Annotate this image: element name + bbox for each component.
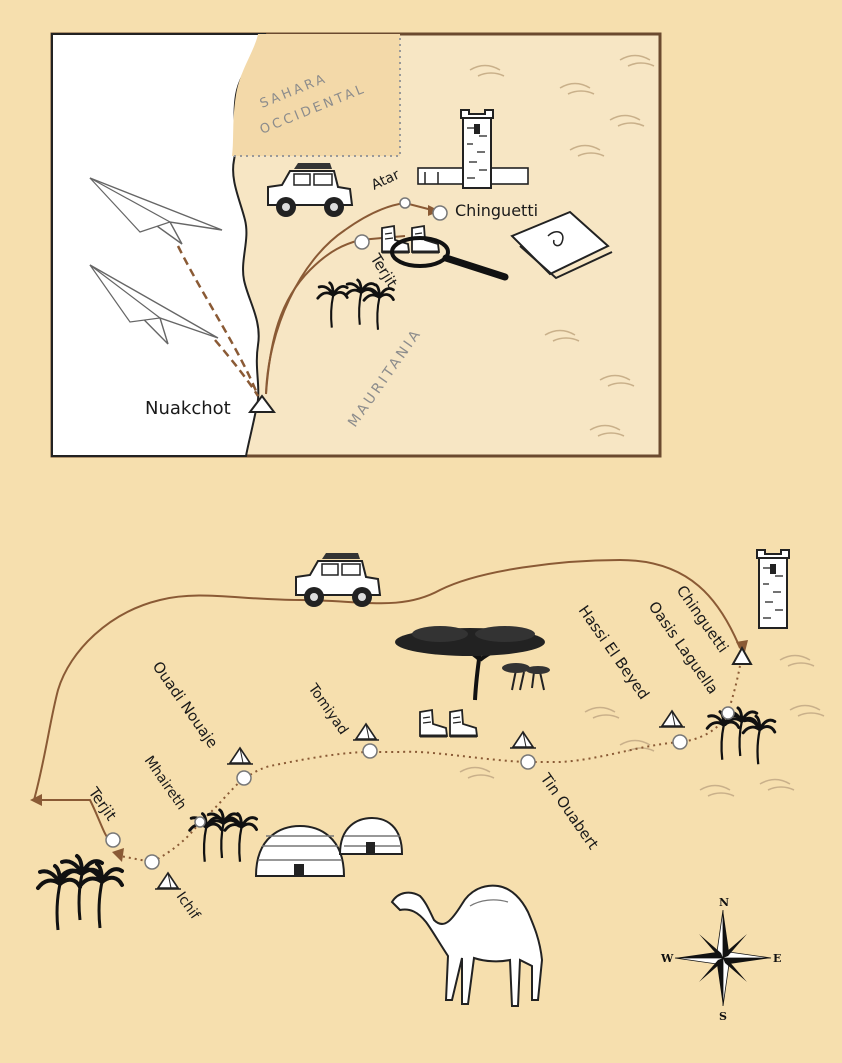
compass-s: S [719, 1010, 727, 1023]
ouadi-nouaje-marker[interactable] [236, 770, 252, 786]
tomiyad-marker[interactable] [362, 743, 378, 759]
huts-icon [254, 816, 404, 877]
inset-map: SAHARA OCCIDENTAL MAURITANIA [50, 32, 662, 458]
compass-n: N [719, 896, 729, 909]
magnifier-icon [390, 236, 509, 281]
acacia-tree-icon [395, 626, 550, 701]
tent-icon [509, 731, 537, 749]
terjit-marker[interactable] [354, 234, 370, 250]
sahara-region [232, 34, 400, 156]
flight-path [214, 339, 260, 397]
chinguetti-marker[interactable] [432, 205, 448, 221]
atlantic-ocean [51, 33, 267, 457]
nuakchot-marker[interactable] [248, 394, 276, 413]
tower-icon [417, 109, 529, 189]
chinguetti-marker[interactable] [731, 645, 753, 665]
tin-ouabert-label: Tin Ouabert [536, 769, 602, 853]
border-line [234, 36, 401, 157]
compass-e: E [773, 952, 781, 965]
chinguetti-label: Chinguetti [455, 201, 538, 220]
camel-icon [390, 884, 544, 1007]
mhaireth-label: Mhaireth [141, 753, 190, 813]
compass-w: W [660, 952, 674, 965]
boots-icon [418, 708, 479, 738]
terjit-marker[interactable] [105, 832, 121, 848]
terjit-label: Terjit [84, 783, 120, 824]
tent-icon [352, 723, 380, 741]
route-map: Chinguetti Oasis Laguella Hassi El Beyed… [30, 549, 825, 1023]
ichif-marker[interactable] [144, 854, 160, 870]
inset-route [265, 201, 433, 395]
nuakchot-label: Nuakchot [145, 398, 231, 419]
tent-icon [154, 872, 182, 890]
oasis-laguella-label: Oasis Laguella [645, 598, 722, 698]
mhaireth-marker[interactable] [194, 816, 206, 828]
hassi-el-beyed-marker[interactable] [672, 734, 688, 750]
tomiyad-label: Tomiyad [304, 680, 351, 738]
atar-marker[interactable] [399, 197, 411, 209]
tent-icon [226, 747, 254, 765]
book-icon [510, 210, 613, 280]
paper-plane-icon [89, 177, 223, 345]
tower-icon [756, 549, 790, 629]
ouadi-nouaje-label: Ouadi Nouaje [149, 658, 222, 751]
hassi-el-beyed-label: Hassi El Beyed [575, 602, 653, 703]
tin-ouabert-marker[interactable] [520, 754, 536, 770]
oasis-laguella-marker[interactable] [721, 706, 735, 720]
trek-route [119, 653, 743, 864]
jeep-icon [295, 552, 381, 608]
compass-rose-icon: N S E W [660, 896, 781, 1023]
tent-icon [658, 710, 686, 728]
ichif-label: Ichif [173, 889, 204, 923]
